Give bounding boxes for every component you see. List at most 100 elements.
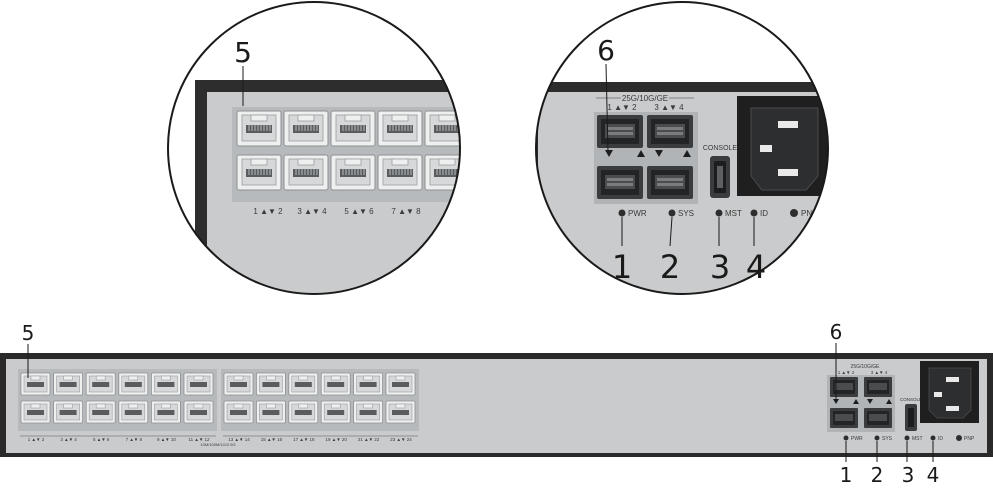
- sfp-top-left-label-zoom: 1 ▲▼ 2: [607, 103, 637, 112]
- callout-4-zoom: 4: [746, 248, 766, 286]
- rj45-port: [183, 400, 214, 424]
- zoom-port-label-3: 5 ▲▼ 6: [344, 207, 374, 216]
- mst-label-panel: MST: [912, 436, 923, 442]
- led-row-panel: PWR SYS MST ID PNP: [843, 435, 975, 442]
- pnp-button-panel: [956, 435, 962, 441]
- rj45-port: [223, 372, 254, 396]
- panel-port-label: 17 ▲▼ 18: [293, 437, 315, 442]
- sys-led: [668, 209, 676, 217]
- rj45-port: [255, 400, 286, 424]
- panel-port-label: 3 ▲▼ 4: [60, 437, 77, 442]
- callout-3-zoom: 3: [710, 248, 730, 286]
- rj45-port: [320, 372, 351, 396]
- callout-2-panel: 2: [871, 463, 884, 487]
- pnp-label-panel: PNP: [964, 436, 975, 442]
- console-port-panel: [905, 404, 917, 431]
- rj45-port-zoom: [283, 110, 329, 147]
- rj45-port: [53, 372, 84, 396]
- rj45-port: [20, 400, 51, 424]
- zoom-circle-sfp-power: 25G/10G/GE 1 ▲▼ 2 3 ▲▼ 4 CONSOL: [535, 1, 829, 295]
- callout-1-panel: 1: [840, 463, 853, 487]
- zoom-port-label-4: 7 ▲▼ 8: [391, 207, 421, 216]
- panel-port-label: 23 ▲▼ 24: [390, 437, 412, 442]
- rj45-port: [150, 372, 181, 396]
- rj45-port: [85, 400, 116, 424]
- leader-line-6-zoom: [605, 63, 609, 153]
- zoom-circle-rj45: 1 ▲▼ 2 3 ▲▼ 4 5 ▲▼ 6 7 ▲▼ 8 5: [167, 1, 461, 295]
- rj45-port-zoom: [330, 110, 376, 147]
- callout-1-zoom: 1: [612, 248, 632, 286]
- panel-port-label: 1 ▲▼ 2: [28, 437, 45, 442]
- id-label-panel: ID: [938, 436, 943, 442]
- rj45-port: [385, 372, 416, 396]
- rj45-port: [183, 372, 214, 396]
- sfp-top-right-label-panel: 3 ▲▼ 4: [871, 370, 888, 375]
- sfp-top-right-label-zoom: 3 ▲▼ 4: [654, 103, 684, 112]
- rj45-port-zoom: [236, 110, 282, 147]
- callout-6-panel: 6: [830, 320, 843, 344]
- panel-port-label: 5 ▲▼ 6: [93, 437, 110, 442]
- sys-label-zoom: SYS: [678, 209, 694, 218]
- leader-line-2-zoom: [669, 216, 673, 247]
- mst-led-panel: [904, 435, 910, 441]
- rj45-port: [118, 372, 149, 396]
- rj45-port: [150, 400, 181, 424]
- power-inlet-zoom: [737, 96, 828, 196]
- callout-3-panel: 3: [902, 463, 915, 487]
- sfp-cages-zoom: [594, 112, 698, 204]
- sfp-top-left-label-panel: 1 ▲▼ 2: [838, 370, 855, 375]
- pwr-led-panel: [843, 435, 849, 441]
- pwr-led: [618, 209, 626, 217]
- pnp-button: [790, 209, 798, 217]
- sfp-section-panel: 25G/10G/GE 1 ▲▼ 2 3 ▲▼ 4: [827, 364, 895, 432]
- rj45-port: [85, 372, 116, 396]
- rj45-port-zoom: [283, 154, 329, 191]
- panel-port-label: 15 ▲▼ 16: [261, 437, 283, 442]
- id-label-zoom: ID: [760, 209, 768, 218]
- callout-5-panel: 5: [22, 321, 35, 345]
- sys-label-panel: SYS: [882, 436, 893, 442]
- led-row-zoom: PWR SYS MST ID PNP: [618, 209, 817, 218]
- rj45-port: [20, 372, 51, 396]
- sys-led-panel: [874, 435, 880, 441]
- rj45-port: [118, 400, 149, 424]
- callout-5-zoom: 5: [234, 36, 252, 69]
- callout-6-zoom: 6: [597, 34, 615, 67]
- rj45-port: [353, 400, 384, 424]
- zoom-port-label-2: 3 ▲▼ 4: [297, 207, 327, 216]
- mst-led: [715, 209, 723, 217]
- rj45-port-zoom: [424, 110, 460, 147]
- rj45-port-block-right: [221, 369, 419, 431]
- panel-port-label: 13 ▲▼ 14: [228, 437, 250, 442]
- panel-port-label: 21 ▲▼ 22: [358, 437, 380, 442]
- rj45-port: [288, 372, 319, 396]
- panel-port-label: 9 ▲▼ 10: [157, 437, 176, 442]
- panel-speed-label: 10M/100M/1G/2.5G: [200, 442, 235, 447]
- rj45-port-block-left: [18, 369, 217, 431]
- callout-2-zoom: 2: [660, 248, 680, 286]
- rj45-port: [353, 372, 384, 396]
- console-port-zoom: [710, 156, 730, 198]
- rj45-port-zoom: [424, 154, 460, 191]
- panel-port-label: 19 ▲▼ 20: [325, 437, 347, 442]
- rj45-port-zoom: [236, 154, 282, 191]
- mst-label-zoom: MST: [725, 209, 742, 218]
- pwr-label-panel: PWR: [851, 436, 863, 442]
- id-led-panel: [930, 435, 936, 441]
- pnp-label-zoom: PNP: [801, 209, 817, 218]
- power-inlet-panel: [920, 361, 979, 423]
- panel-port-label: 7 ▲▼ 8: [126, 437, 143, 442]
- rj45-port-zoom: [330, 154, 376, 191]
- rj45-port: [288, 400, 319, 424]
- zoom-port-label-1: 1 ▲▼ 2: [253, 207, 283, 216]
- console-label-zoom: CONSOLE: [703, 145, 738, 152]
- zoom-port-labels: 1 ▲▼ 2 3 ▲▼ 4 5 ▲▼ 6 7 ▲▼ 8: [253, 207, 421, 216]
- id-led: [750, 209, 758, 217]
- sfp-speed-label-zoom: 25G/10G/GE: [622, 94, 668, 103]
- rj45-port-zoom: [377, 110, 423, 147]
- console-label-panel: CONSOLE: [900, 397, 922, 402]
- sfp-speed-label-panel: 25G/10G/GE: [851, 364, 881, 370]
